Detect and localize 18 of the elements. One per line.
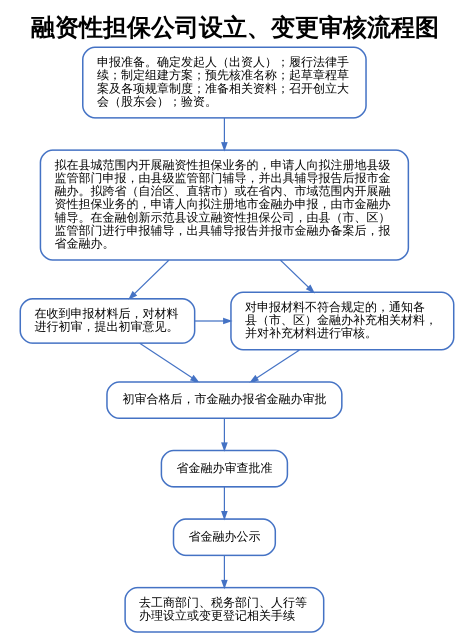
arrow (279, 259, 314, 294)
arrow (220, 418, 228, 452)
node-box: 拟在县城范围内开展融资性担保业务的，申请人向拟注册地县级监管部门申报，由县级监管部门辅导，并出具辅导报告后报市金融办。拟跨省（自治区、直辖市）或在省内、市域范围内开展融资性担保业务的，申请人向拟注册地市金融办申报，由市金融办辅导。在金融创新示范县设立融资性担保公司，由县（市、区）监管部门进行申报辅导，出具辅导报告并报市金融办备案后，报省金融办。 (39, 148, 409, 260)
arrow (248, 348, 300, 382)
arrow (220, 555, 228, 589)
arrow (220, 486, 228, 520)
arrow (220, 118, 228, 152)
node-box: 省金融办公示 (172, 518, 276, 556)
node-box: 去工商部门、税务部门、人行等办理设立或变更登记相关手续 (124, 586, 324, 632)
node-box: 对申报材料不符合规定的，通知各县（市、区）金融办补充相关材料，并对补充材料进行审核。 (230, 291, 454, 350)
diagram-title: 融资性担保公司设立、变更审核流程图 (30, 12, 438, 41)
arrow (194, 317, 232, 324)
arrow (138, 342, 200, 382)
node-box: 申报准备。确定发起人（出资人）；履行法律手续；制定组建方案；预先核准名称；起草章程草案及各项规章制度；准备相关资料；召开创立大会（股东会）；验资。 (82, 46, 366, 118)
node-box: 省金融办审查批准 (160, 449, 288, 488)
node-box: 在收到申报材料后，对材料进行初审，提出初审意见。 (19, 298, 195, 344)
node-box: 初审合格后，市金融办报省金融办审批 (106, 380, 342, 419)
arrow (128, 259, 169, 300)
